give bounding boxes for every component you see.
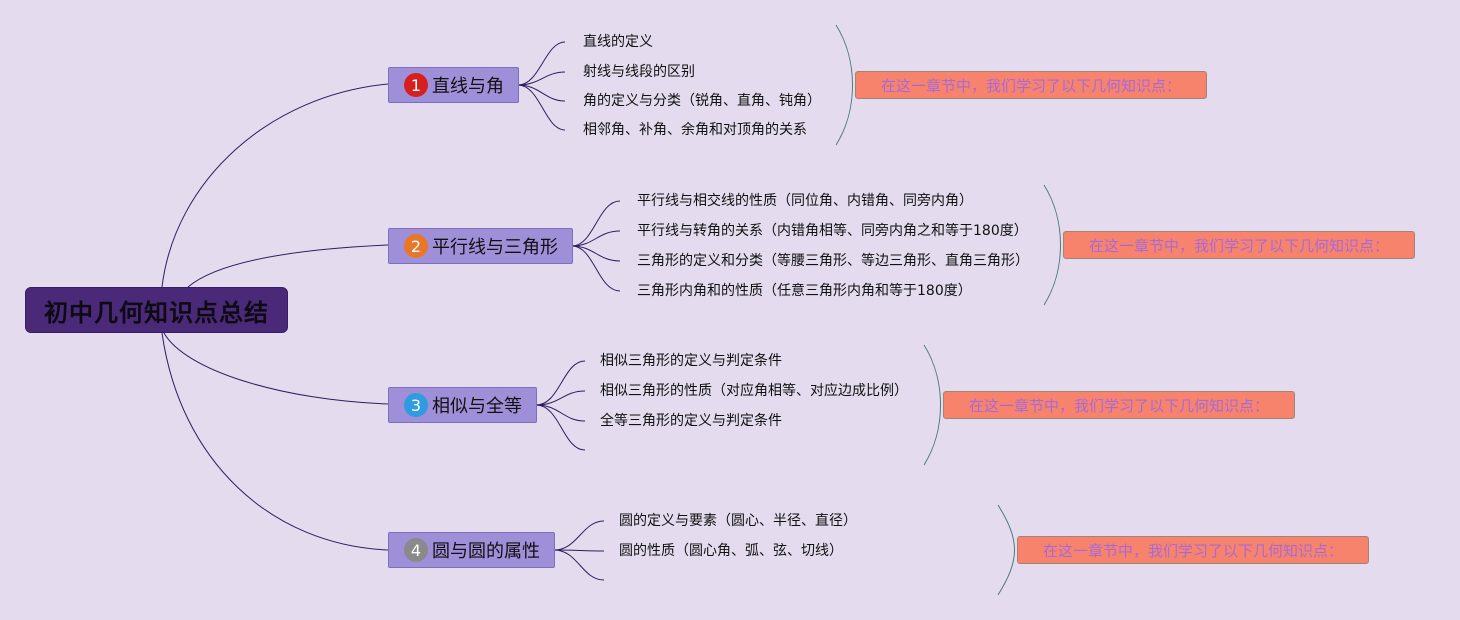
topic-1[interactable]: 1 直线与角	[388, 67, 519, 103]
topic-1-summary-bracket	[835, 24, 853, 146]
topic-1-branch	[517, 84, 566, 102]
summary-box[interactable]: 在这一章节中，我们学习了以下几何知识点：	[855, 71, 1207, 99]
summary-box[interactable]: 在这一章节中，我们学习了以下几何知识点：	[1063, 231, 1415, 259]
topic-label: 直线与角	[432, 76, 504, 97]
subtopic-item[interactable]: 相似三角形的定义与判定条件	[600, 353, 782, 369]
subtopic-item[interactable]: 圆的定义与要素（圆心、半径、直径）	[619, 513, 857, 529]
topic-1-branch	[517, 84, 566, 131]
subtopic-item[interactable]: 直线的定义	[583, 34, 653, 50]
root-to-topic-4	[161, 332, 389, 551]
topic-2-branch	[571, 245, 621, 292]
summary-box[interactable]: 在这一章节中，我们学习了以下几何知识点：	[1017, 536, 1369, 564]
subtopic-item[interactable]: 相似三角形的性质（对应角相等、对应边成比例）	[600, 383, 908, 399]
root-topic[interactable]: 初中几何知识点总结	[25, 287, 288, 333]
summary-box[interactable]: 在这一章节中，我们学习了以下几何知识点：	[943, 391, 1295, 419]
subtopic-item[interactable]: 圆的性质（圆心角、弧、弦、切线）	[619, 543, 843, 559]
root-to-topic-2	[187, 244, 389, 288]
number-badge-icon: 4	[404, 538, 428, 562]
number-badge-icon: 3	[404, 393, 428, 417]
subtopic-item[interactable]: 三角形内角和的性质（任意三角形内角和等于180度）	[637, 283, 972, 299]
topic-3-branch	[535, 404, 586, 451]
topic-4[interactable]: 4 圆与圆的属性	[388, 532, 555, 568]
topic-2-summary-bracket	[1043, 184, 1061, 306]
topic-3-branch	[535, 404, 586, 422]
root-to-topic-3	[163, 332, 389, 405]
root-topic-label: 初中几何知识点总结	[44, 298, 269, 327]
subtopic-item[interactable]: 平行线与相交线的性质（同位角、内错角、同旁内角）	[637, 193, 973, 209]
topic-3-summary-bracket	[923, 344, 941, 466]
topic-label: 圆与圆的属性	[432, 541, 540, 562]
topic-4-branch	[553, 549, 605, 552]
topic-4-summary-bracket	[997, 504, 1015, 596]
topic-1-branch	[517, 71, 566, 86]
topic-2[interactable]: 2 平行线与三角形	[388, 228, 573, 264]
root-to-topic-1	[161, 83, 389, 288]
topic-3[interactable]: 3 相似与全等	[388, 387, 537, 423]
subtopic-item[interactable]: 全等三角形的定义与判定条件	[600, 413, 782, 429]
subtopic-item[interactable]: 平行线与转角的关系（内错角相等、同旁内角之和等于180度）	[637, 223, 1028, 239]
topic-4-branch	[553, 549, 605, 581]
topic-3-branch	[535, 390, 586, 406]
subtopic-item[interactable]: 三角形的定义和分类（等腰三角形、等边三角形、直角三角形）	[637, 253, 1029, 269]
subtopic-item[interactable]: 相邻角、补角、余角和对顶角的关系	[583, 122, 807, 138]
topic-3-branch	[535, 360, 586, 406]
topic-2-branch	[571, 200, 621, 247]
topic-4-branch	[553, 520, 605, 551]
subtopic-item[interactable]: 角的定义与分类（锐角、直角、钝角）	[583, 93, 821, 109]
topic-label: 相似与全等	[432, 396, 522, 417]
number-badge-icon: 1	[404, 73, 428, 97]
topic-label: 平行线与三角形	[432, 237, 558, 258]
number-badge-icon: 2	[404, 234, 428, 258]
subtopic-item[interactable]: 射线与线段的区别	[583, 64, 695, 80]
topic-1-branch	[517, 41, 566, 86]
topic-2-branch	[571, 230, 621, 247]
